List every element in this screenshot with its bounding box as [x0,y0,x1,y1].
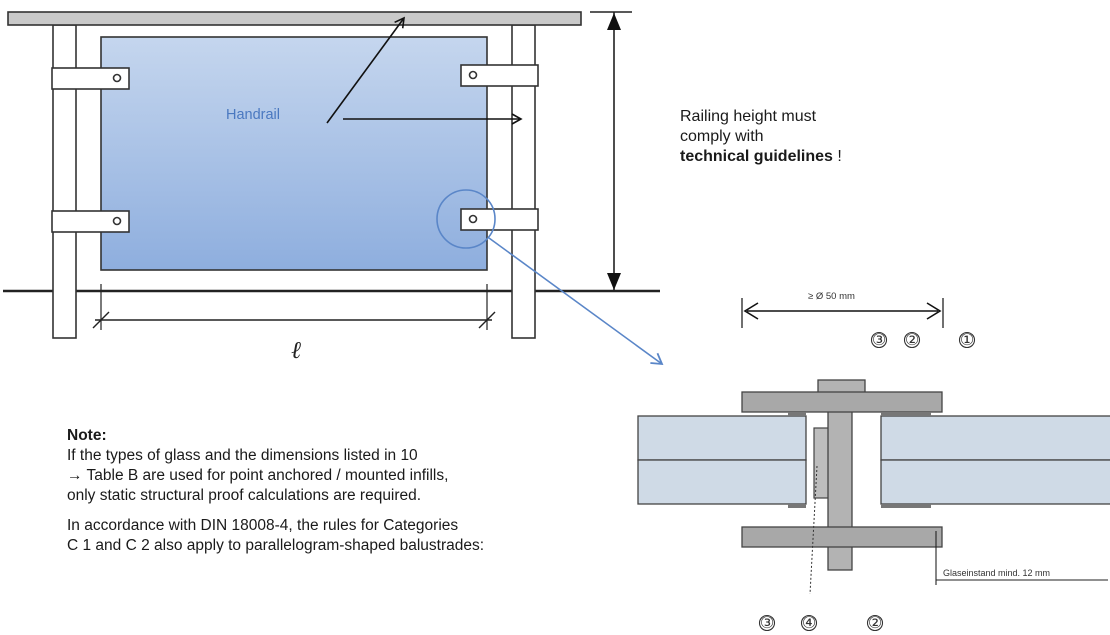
svg-text:④: ④ [802,613,816,632]
exclamation-text: ! [832,148,842,165]
detail-callout-line [488,237,664,366]
svg-text:③: ③ [872,330,886,349]
callout-top-2: ② [903,330,921,349]
clamp-plate-top [741,391,943,413]
length-symbol: ℓ [291,336,301,364]
fixing-detail: ≥ Ø 50 mm ③ ② ① [637,291,1110,632]
technical-guidelines-text: technical guidelines [680,148,833,165]
railing-height-note-line2: comply with [680,128,764,145]
glass-ply-right-lower [880,459,1110,505]
callout-bottom-3: ③ [758,613,776,632]
diameter-label: ≥ Ø 50 mm [808,291,855,302]
clamp-bottom-right [460,208,539,231]
handrail-bar [7,11,582,26]
note-para1-line2: → Table B are used for point anchored / … [67,467,449,484]
svg-text:②: ② [868,613,882,632]
handrail-label: Handrail [226,107,280,123]
glass-ply-right-upper [880,415,1110,461]
note-para2-line2: C 1 and C 2 also apply to parallelogram-… [67,537,485,554]
glass-panel [100,36,488,271]
railing-height-note-line1: Railing height must [680,108,817,125]
callout-bottom-2: ② [866,613,884,632]
note-para1-line3: only static structural proof calculation… [67,487,422,504]
railing-height-note: Railing height must comply with technica… [680,107,940,167]
height-dimension [590,11,632,292]
length-dimension [92,284,496,330]
clamp-bottom-left [51,210,130,233]
svg-text:③: ③ [760,613,774,632]
detail-circle [436,189,496,249]
railing-height-note-line3: technical guidelines ! [680,147,940,167]
glass-ply-left-lower [637,459,807,505]
note-heading: Note: [67,427,107,444]
glass-edge-label: Glaseinstand mind. 12 mm [943,568,1050,578]
glass-ply-left-upper [637,415,807,461]
svg-text:②: ② [905,330,919,349]
clamp-plate-bottom [741,526,943,548]
callout-top-1: ① [958,330,976,349]
note-para2-line1: In accordance with DIN 18008-4, the rule… [67,517,459,534]
callout-top-3: ③ [870,330,888,349]
note-para1-line1: If the types of glass and the dimensions… [67,447,418,464]
clamp-top-left [51,67,130,90]
callout-bottom-4: ④ [800,613,818,632]
svg-text:①: ① [960,330,974,349]
balustrade-elevation: Handrail ℓ [3,11,664,366]
handrail-arrow-up [326,16,405,124]
clamp-top-right [460,64,539,87]
note-block: Note: If the types of glass and the dime… [67,426,707,556]
